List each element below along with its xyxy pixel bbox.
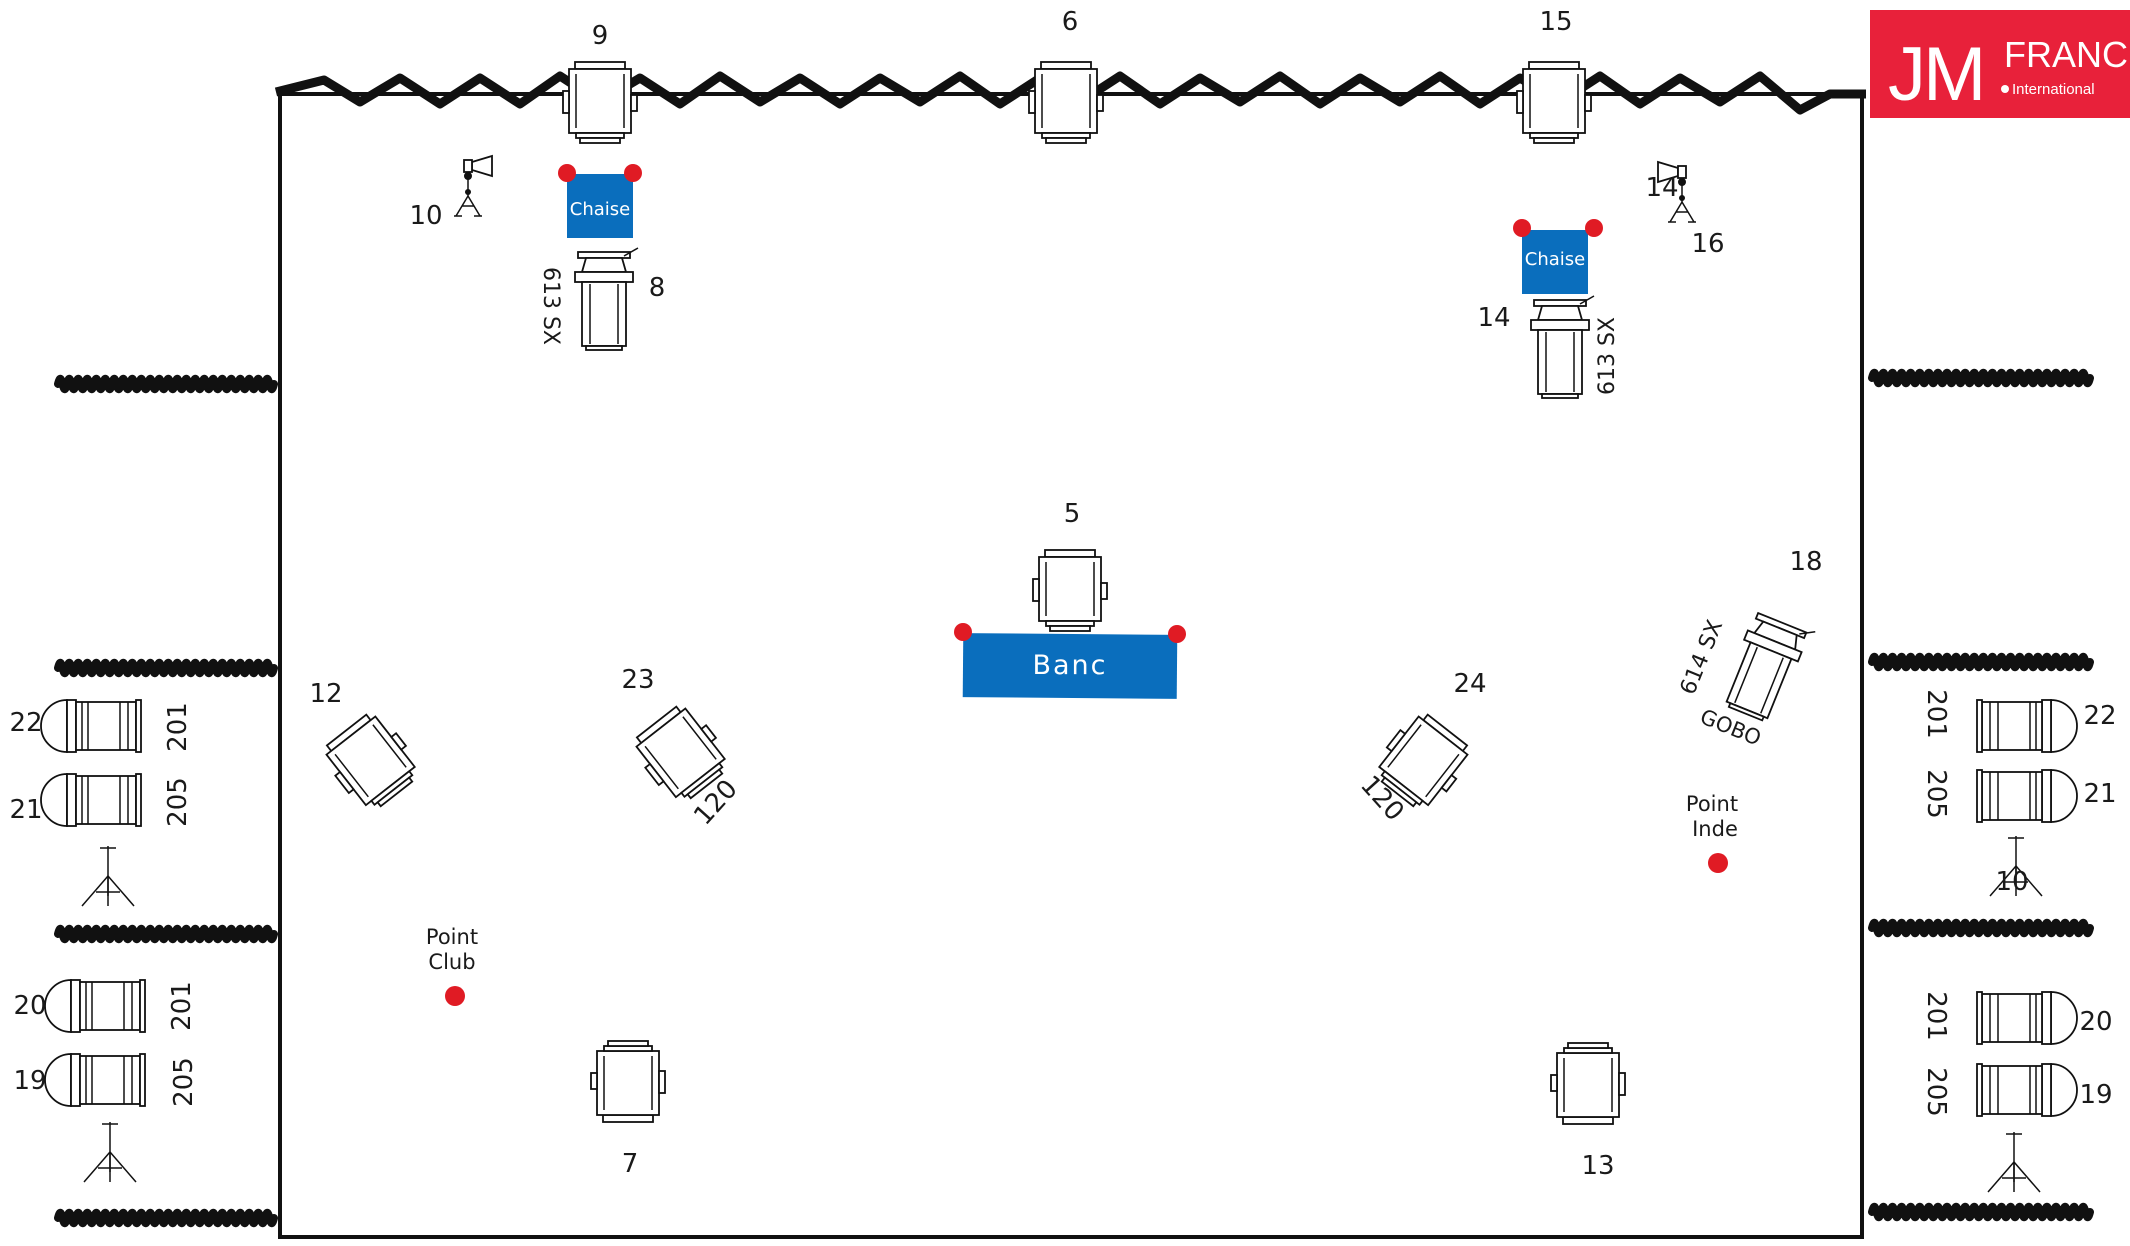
point-club-line2: Club <box>428 950 475 974</box>
fixture-12-label: 12 <box>309 679 342 709</box>
fixture-8-label: 8 <box>649 273 666 303</box>
fixture-15: 15 <box>1516 7 1592 144</box>
wing-right-21-gel: 205 <box>1921 769 1951 819</box>
wing-right-22-gel: 201 <box>1921 689 1951 739</box>
bench: Banc <box>954 623 1186 699</box>
fixture-16-label: 16 <box>1691 229 1724 259</box>
chair-right-mark-b <box>1585 219 1603 237</box>
point-inde-line1: Point <box>1686 792 1738 816</box>
fixture-10: 10 <box>409 155 493 231</box>
fixture-5: 5 <box>1032 499 1108 632</box>
chair-left: Chaise <box>558 164 642 238</box>
wing-left-20-gel: 201 <box>167 981 197 1031</box>
wing-curtain-left-1 <box>54 374 278 394</box>
wing-right-19-gel: 205 <box>1921 1067 1951 1117</box>
wing-right-stand-label: 10 <box>1995 867 2028 897</box>
fixture-7: 7 <box>590 1040 666 1179</box>
chair-left-label: Chaise <box>570 199 630 220</box>
fixture-6: 6 <box>1028 7 1104 144</box>
wing-right-22-num: 22 <box>2083 701 2116 731</box>
wing-right-20-num: 20 <box>2079 1007 2112 1037</box>
fixture-16: 14 16 <box>1645 161 1725 259</box>
fixture-8-type: 613 SX <box>538 267 563 345</box>
logo-name: FRANCE <box>2004 34 2130 75</box>
wing-left-22-num: 22 <box>9 708 42 738</box>
fixture-24: 24 120 <box>1354 669 1486 827</box>
fixture-7-label: 7 <box>622 1149 639 1179</box>
wing-curtain-left-2 <box>54 658 278 678</box>
logo-box <box>1870 10 2130 118</box>
jm-france-logo: JM FRANCE International <box>1870 10 2130 118</box>
wing-left-lights: 22 201 21 205 20 201 19 205 <box>9 699 199 1183</box>
fixture-23: 23 120 <box>621 665 743 831</box>
fixture-14: 14 613 SX <box>1477 295 1620 399</box>
wing-curtain-right-3 <box>1868 918 2094 938</box>
wing-left-20-num: 20 <box>13 991 46 1021</box>
point-club-mark <box>445 986 465 1006</box>
wing-right-19-num: 19 <box>2079 1080 2112 1110</box>
logo-tagline: International <box>2012 81 2095 98</box>
chair-right-label: Chaise <box>1525 249 1585 270</box>
point-inde-mark <box>1708 853 1728 873</box>
wing-right-lights: 22 201 21 205 10 20 201 19 205 <box>1921 689 2117 1193</box>
fixture-10-label: 10 <box>409 201 442 231</box>
bench-label: Banc <box>1032 650 1107 681</box>
wing-right-21-num: 21 <box>2083 779 2116 809</box>
chair-right-mark-a <box>1513 219 1531 237</box>
wing-left-21-num: 21 <box>9 795 42 825</box>
logo-dot-icon <box>2001 85 2009 93</box>
fixture-5-label: 5 <box>1064 499 1081 529</box>
bench-mark-left <box>954 623 972 641</box>
fixture-16-overlap-label: 14 <box>1645 173 1678 203</box>
chair-left-mark-b <box>624 164 642 182</box>
fixture-12: 12 <box>309 679 427 818</box>
fixture-6-label: 6 <box>1062 7 1079 37</box>
fixture-18: 18 614 SX GOBO <box>1676 547 1823 751</box>
wing-left-19-num: 19 <box>13 1066 46 1096</box>
fixture-13-label: 13 <box>1581 1151 1614 1181</box>
point-club: Point Club <box>426 925 478 1006</box>
wing-curtain-right-2 <box>1868 652 2094 672</box>
fixture-23-label: 23 <box>621 665 654 695</box>
point-inde-line2: Inde <box>1692 817 1738 841</box>
fixture-9: 9 <box>562 21 638 144</box>
wing-left-21-gel: 205 <box>163 777 193 827</box>
wing-curtain-left-4 <box>54 1208 278 1228</box>
point-inde: Point Inde <box>1686 792 1738 873</box>
fixture-18-label: 18 <box>1789 547 1822 577</box>
wing-curtain-left-3 <box>54 924 278 944</box>
fixture-15-label: 15 <box>1539 7 1572 37</box>
wing-left-19-gel: 205 <box>169 1057 199 1107</box>
chair-left-mark-a <box>558 164 576 182</box>
point-club-line1: Point <box>426 925 478 949</box>
fixture-8: 8 613 SX <box>538 247 666 351</box>
fixture-13: 13 <box>1550 1042 1626 1181</box>
bench-mark-right <box>1168 625 1186 643</box>
fixture-24-label: 24 <box>1453 669 1486 699</box>
fixture-14-label: 14 <box>1477 303 1510 333</box>
chair-right: Chaise <box>1513 219 1603 294</box>
wing-right-20-gel: 201 <box>1921 991 1951 1041</box>
wing-curtain-right-4 <box>1868 1202 2094 1222</box>
logo-initials: JM <box>1888 32 1983 117</box>
wing-curtain-right-1 <box>1868 368 2094 388</box>
fixture-9-label: 9 <box>592 21 609 51</box>
fixture-18-type: 614 SX <box>1676 617 1728 699</box>
fixture-14-type: 613 SX <box>1595 317 1620 395</box>
wing-left-22-gel: 201 <box>163 702 193 752</box>
